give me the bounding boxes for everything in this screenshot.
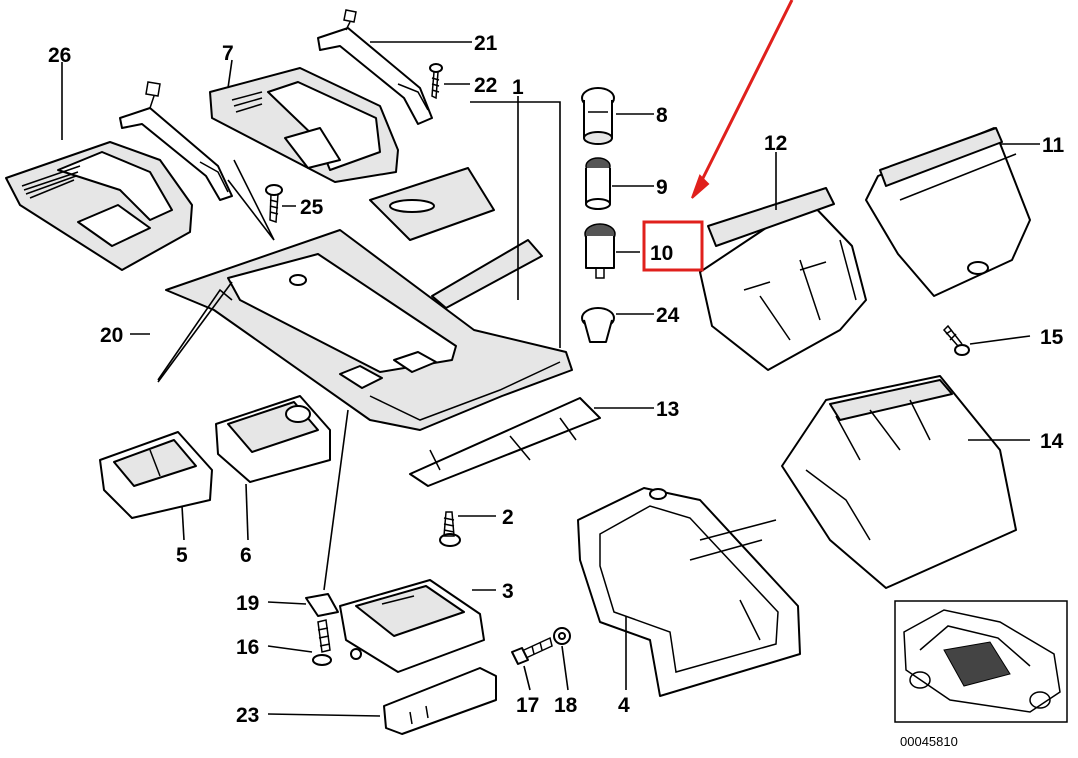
part-6-tray <box>215 395 331 483</box>
part-21-cable-bracket <box>317 9 433 125</box>
callout-26: 26 <box>48 44 71 67</box>
highlight-arrow <box>691 0 794 199</box>
callout-20: 20 <box>100 324 123 347</box>
callout-10: 10 <box>650 242 673 265</box>
part-17-screw <box>511 636 553 665</box>
callout-16: 16 <box>236 636 259 659</box>
callout-9: 9 <box>656 176 668 199</box>
callout-24: 24 <box>656 304 680 327</box>
callout-13: 13 <box>656 398 679 421</box>
part-4-frame <box>577 487 801 697</box>
part-24-ring <box>581 307 615 343</box>
part-18-washer <box>553 627 571 645</box>
callout-12: 12 <box>764 132 787 155</box>
part-22-screw <box>429 63 443 100</box>
callout-1: 1 <box>512 76 524 99</box>
callout-7: 7 <box>222 42 234 65</box>
document-number: 00045810 <box>900 734 958 749</box>
callout-5: 5 <box>176 544 188 567</box>
part-26-cable-bracket <box>119 81 233 201</box>
callout-19: 19 <box>236 592 259 615</box>
part-7-trim-panel <box>209 67 399 183</box>
callout-14: 14 <box>1040 430 1064 453</box>
callout-23: 23 <box>236 704 259 727</box>
callout-15: 15 <box>1040 326 1064 349</box>
part-2-screw <box>439 511 461 547</box>
callout-17: 17 <box>516 694 539 717</box>
callout-21: 21 <box>474 32 498 55</box>
part-5-tray <box>99 431 213 519</box>
part-1-cover-plates <box>369 167 543 309</box>
part-25-screw <box>265 184 283 224</box>
part-23-cover <box>383 667 497 735</box>
callout-8: 8 <box>656 104 668 127</box>
part-12-storage-box <box>699 187 867 371</box>
part-16-screw <box>312 619 332 666</box>
callout-4: 4 <box>618 694 630 717</box>
callout-22: 22 <box>474 74 497 97</box>
leader-lines <box>61 41 1040 717</box>
part-14-module <box>781 375 1017 589</box>
part-13-rail <box>409 397 601 487</box>
part-11-storage-box <box>865 127 1031 297</box>
highlight-box <box>642 220 704 272</box>
part-19-clip <box>305 593 339 617</box>
callout-11: 11 <box>1042 134 1065 157</box>
callout-3: 3 <box>502 580 514 603</box>
part-15-screw <box>942 324 970 356</box>
center-console-panel <box>165 229 573 431</box>
callout-2: 2 <box>502 506 514 529</box>
part-10-socket <box>584 223 616 279</box>
vehicle-inset <box>894 600 1068 723</box>
part-8-lighter <box>581 87 615 145</box>
part-3-ashtray-unit <box>339 579 485 673</box>
part-9-socket <box>585 157 611 210</box>
callout-25: 25 <box>300 196 324 219</box>
part-26-shift-trim <box>5 141 193 271</box>
callout-18: 18 <box>554 694 578 717</box>
callout-6: 6 <box>240 544 252 567</box>
